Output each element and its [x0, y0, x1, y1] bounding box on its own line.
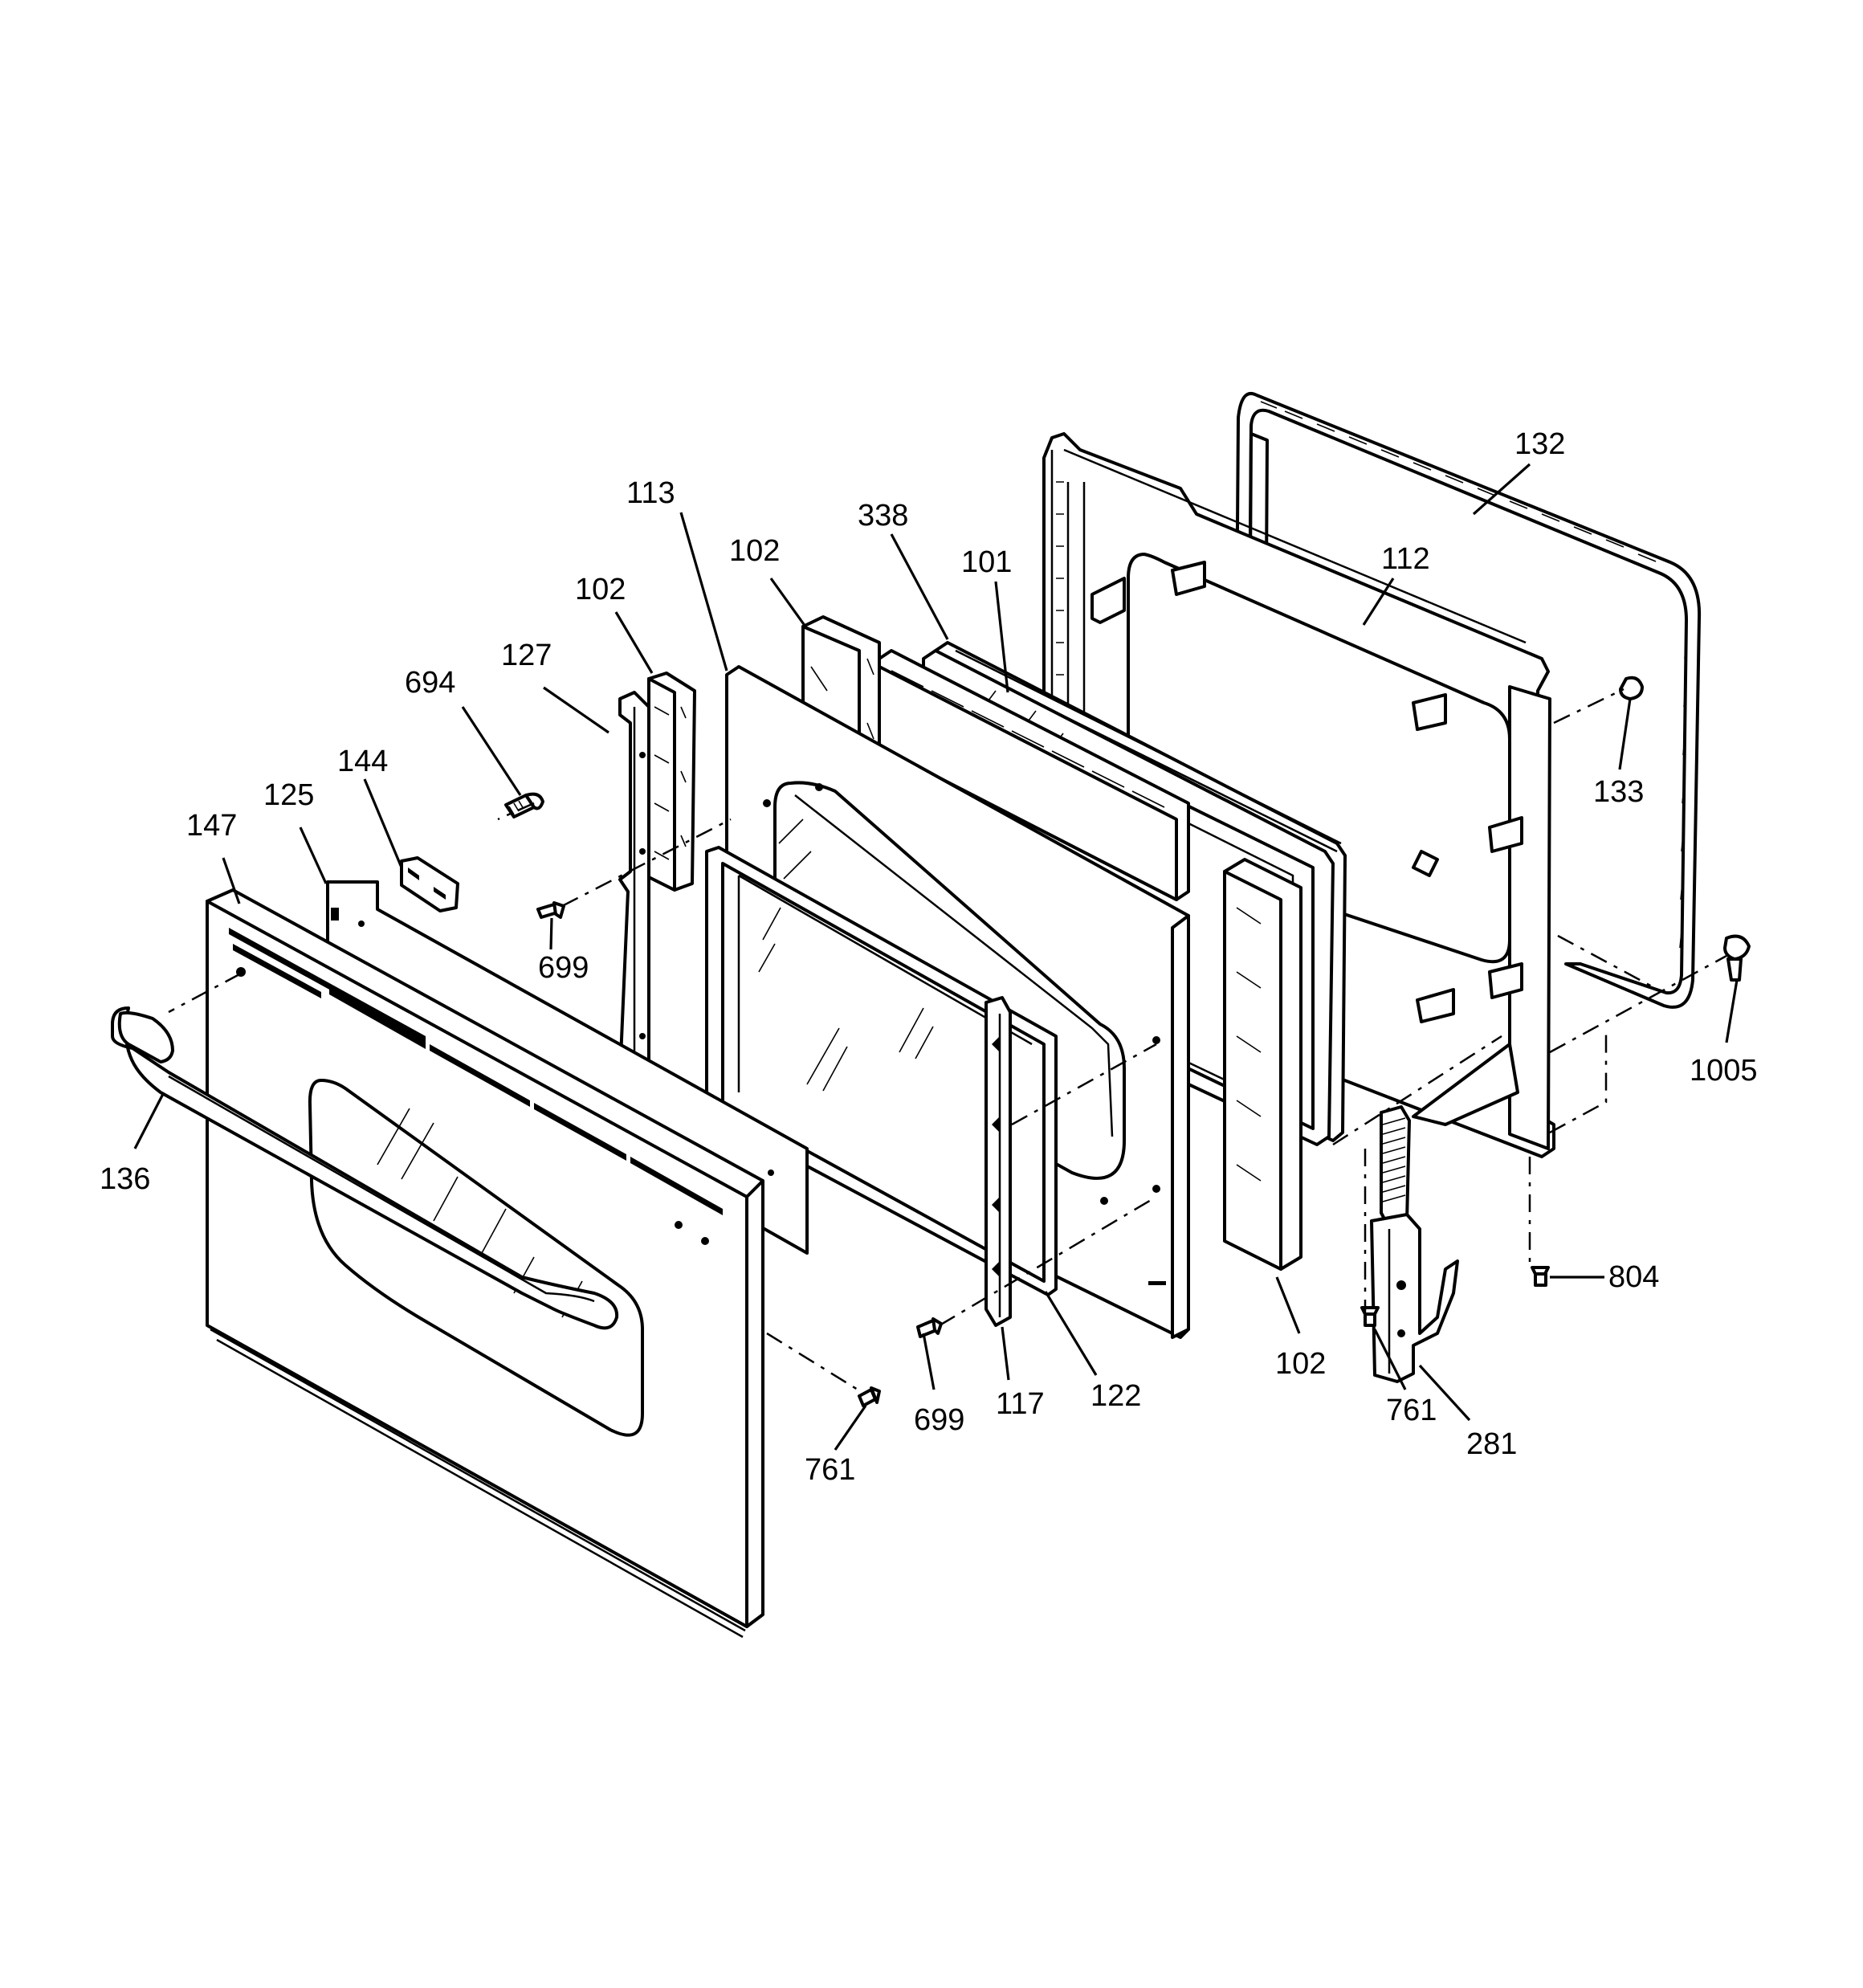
callout-136: 136	[100, 1162, 150, 1196]
callout-761-left: 761	[805, 1453, 855, 1487]
callout-labels: 132 112 338 101 113 102 102 127 694 144 …	[100, 427, 1758, 1487]
callout-127: 127	[501, 639, 552, 672]
callout-133: 133	[1593, 775, 1644, 809]
alignment-lines	[168, 688, 1727, 1391]
callout-338: 338	[858, 499, 908, 533]
callout-125: 125	[263, 778, 314, 812]
screw-699-left	[536, 901, 565, 919]
screw-761-left	[858, 1386, 881, 1407]
callout-122: 122	[1090, 1379, 1141, 1413]
callout-1005: 1005	[1690, 1054, 1758, 1088]
screw-804	[1531, 1266, 1550, 1287]
callout-112: 112	[1381, 542, 1430, 576]
callout-117: 117	[996, 1387, 1045, 1421]
callout-761-right: 761	[1386, 1394, 1437, 1427]
callout-102-left: 102	[575, 573, 626, 606]
screw-694	[504, 792, 544, 818]
callout-102-center: 102	[729, 534, 780, 568]
callout-281: 281	[1466, 1427, 1517, 1461]
plug-133	[1619, 676, 1644, 700]
callout-699-left: 699	[538, 951, 589, 985]
callout-694: 694	[405, 666, 455, 700]
side-insulation-102	[647, 672, 696, 892]
screw-1005	[1723, 934, 1751, 982]
hinge-281	[1370, 1105, 1459, 1383]
callout-102-lower: 102	[1275, 1347, 1326, 1381]
callout-113: 113	[626, 476, 675, 510]
callout-804: 804	[1608, 1260, 1659, 1294]
callout-699-lower: 699	[914, 1403, 964, 1437]
side-channel-127	[618, 691, 650, 1090]
callout-101: 101	[961, 545, 1012, 579]
hinge-channel-117	[984, 996, 1012, 1327]
leader-lines	[133, 463, 1739, 1451]
insulation-102-lower	[1223, 858, 1302, 1271]
screw-699-lower	[916, 1317, 943, 1338]
callout-132: 132	[1514, 427, 1565, 461]
door-handle-136	[111, 1006, 619, 1330]
callout-144: 144	[337, 745, 388, 778]
bracket-144	[400, 856, 459, 912]
callout-147: 147	[186, 809, 237, 843]
